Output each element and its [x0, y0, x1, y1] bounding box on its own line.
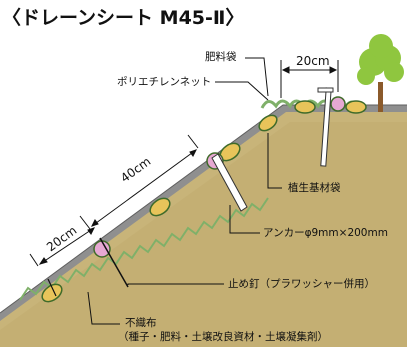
- leader-lines: [87, 57, 282, 325]
- stop-nail: [99, 237, 129, 288]
- tree-icon: [357, 34, 404, 112]
- soil-embankment: [0, 110, 407, 347]
- soil-shade: [0, 122, 407, 347]
- polyethylene-net-slope: [19, 197, 269, 301]
- leader-substrate: [267, 133, 282, 189]
- leader-anchor: [229, 205, 260, 234]
- anchors: [211, 87, 334, 212]
- leader-net: [215, 81, 269, 101]
- fertilizer-bag: [93, 240, 111, 258]
- dimension-slope-short: [29, 227, 95, 267]
- anchor-top-head: [317, 87, 334, 93]
- stop-nail-short: [47, 278, 57, 297]
- dimension-label-top: 20cm: [296, 54, 330, 68]
- label-nonwoven-contents: （種子・肥料・土壌改良資材・土壌凝集剤）: [118, 331, 328, 343]
- diagram-title: 〈ドレーンシート M45-Ⅱ〉: [2, 7, 245, 29]
- label-polyethylene-net: ポリエチレンネット: [117, 76, 212, 88]
- label-nonwoven: 不織布: [125, 317, 157, 329]
- substrate-bag: [149, 197, 171, 217]
- label-fertilizer-bag: 肥料袋: [205, 51, 237, 63]
- leader-stopnail: [127, 283, 224, 285]
- substrate-bag: [41, 283, 63, 303]
- leader-fertilizer: [245, 57, 269, 97]
- substrate-bag: [345, 100, 367, 114]
- anchor-slope: [211, 153, 248, 212]
- substrate-bag: [294, 100, 316, 114]
- label-substrate-bag: 植生基材袋: [288, 182, 341, 194]
- fertilizer-bag: [330, 96, 346, 112]
- label-anchor: アンカーφ9mm×200mm: [263, 227, 388, 239]
- leader-nonwoven: [87, 291, 120, 325]
- label-stop-nail: 止め釘（プラワッシャー併用）: [228, 278, 375, 290]
- substrate-bag: [258, 114, 278, 132]
- dimension-slope-long: [79, 134, 199, 230]
- dimension-top: [280, 60, 339, 98]
